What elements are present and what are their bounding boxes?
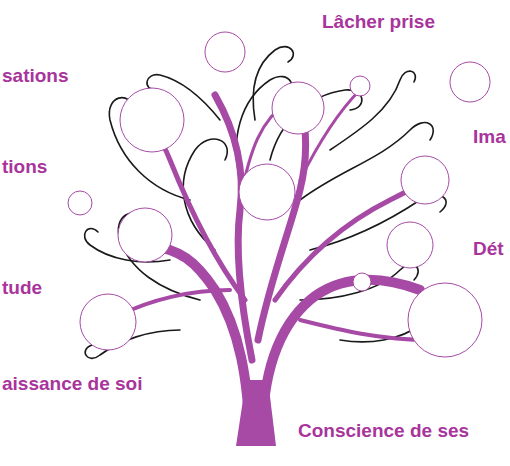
empty-circle (353, 273, 371, 291)
branch (262, 280, 420, 440)
empty-circle (80, 294, 136, 350)
category-label: Dét (473, 238, 504, 260)
swirls (85, 47, 447, 359)
category-label: aissance de soi (2, 373, 142, 395)
empty-circle (68, 191, 92, 215)
branch (150, 245, 250, 440)
empty-circle (387, 222, 433, 268)
category-label: Ima (473, 126, 506, 148)
empty-circle (401, 156, 449, 204)
empty-circle (239, 164, 295, 220)
empty-circle (450, 62, 490, 102)
circles (68, 32, 490, 357)
trunk (236, 380, 276, 446)
empty-circle (408, 283, 482, 357)
empty-circle (120, 88, 184, 152)
empty-circle (350, 76, 370, 96)
branch (120, 290, 230, 315)
empty-circle (205, 32, 245, 72)
category-label: Lâcher prise (322, 11, 435, 33)
category-label: sations (2, 65, 69, 87)
category-label: tions (2, 156, 47, 178)
category-label: Conscience de ses (298, 420, 469, 442)
empty-circle (272, 82, 324, 134)
empty-circle (118, 208, 172, 262)
category-label: tude (2, 277, 42, 299)
branch (215, 95, 252, 360)
